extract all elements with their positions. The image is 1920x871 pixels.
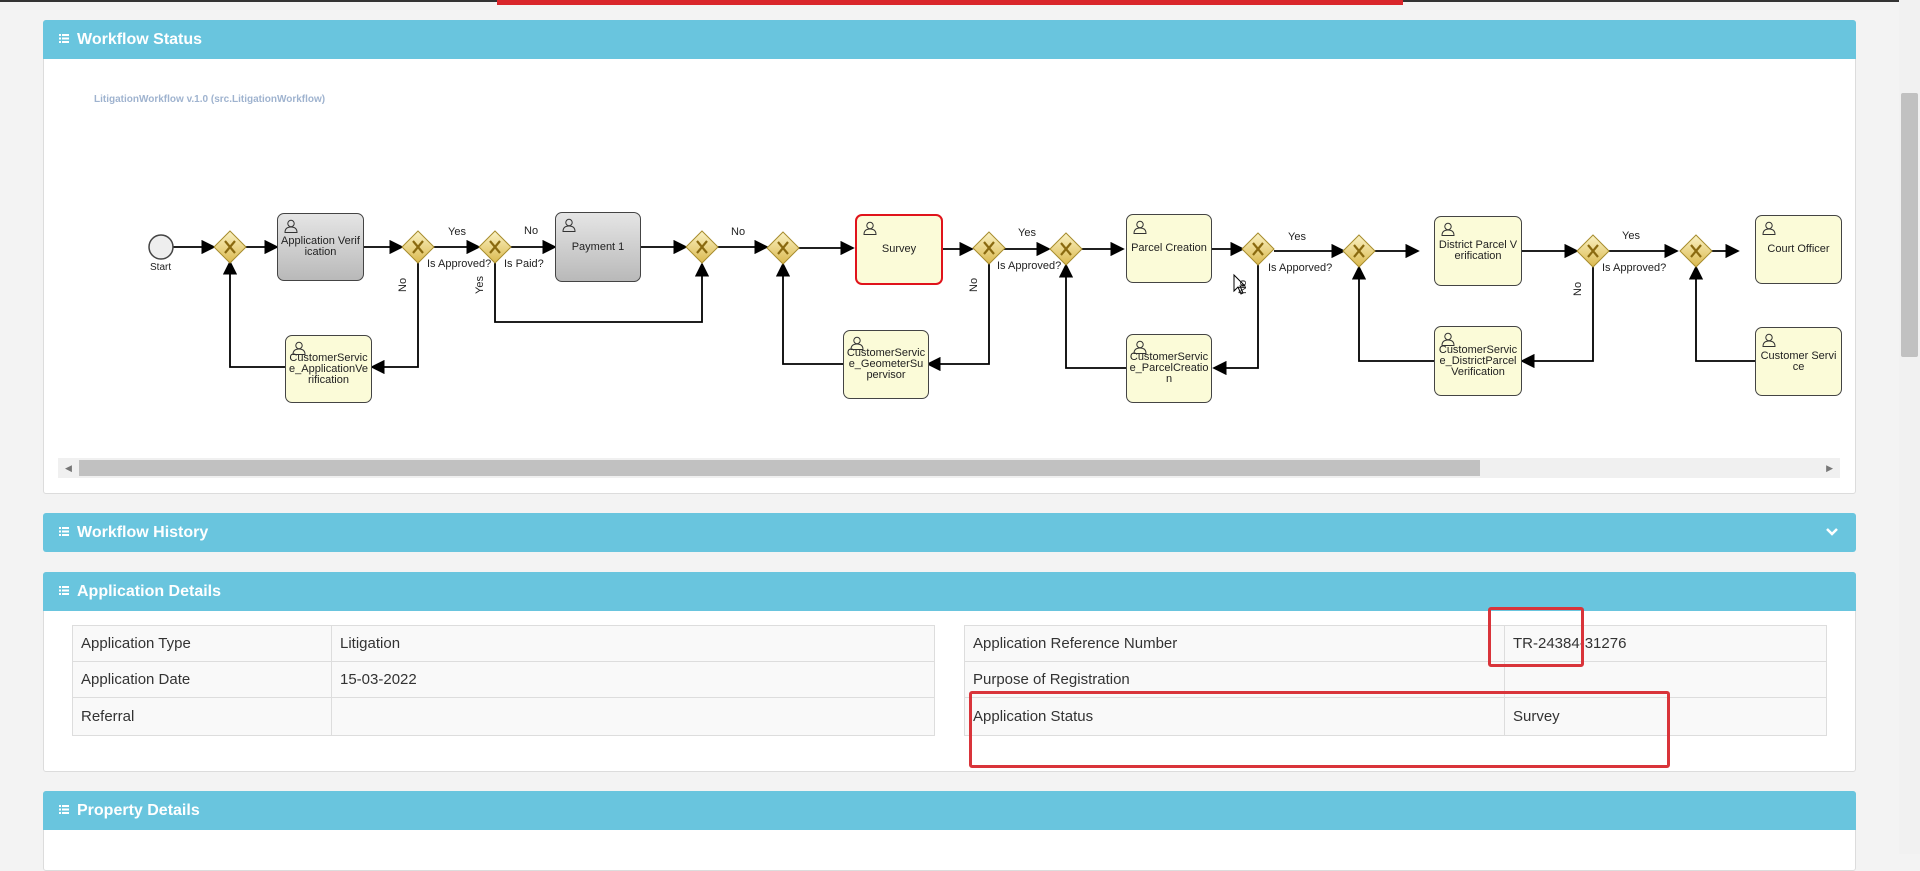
page-vertical-scrollbar[interactable] xyxy=(1899,0,1920,854)
task-cs-parcel-creation[interactable]: CustomerService_ParcelCreation xyxy=(1126,334,1212,403)
field-label: Referral xyxy=(72,697,332,736)
start-label: Start xyxy=(150,262,172,273)
workflow-status-header[interactable]: Workflow Status xyxy=(43,20,1856,59)
task-cs-geometer-supervisor[interactable]: CustomerService_GeometerSupervisor xyxy=(843,330,929,399)
flow-label-yes: Yes xyxy=(474,276,486,294)
user-task-icon xyxy=(1762,221,1776,235)
user-task-icon xyxy=(292,341,306,355)
application-details-left-table: Application Type Litigation Application … xyxy=(72,625,935,736)
scrollbar-thumb[interactable] xyxy=(1901,93,1918,357)
flow-label-yes: Yes xyxy=(1018,227,1036,239)
field-value: Survey xyxy=(1504,697,1827,736)
list-icon xyxy=(59,34,69,43)
flow-label-no: No xyxy=(1572,281,1584,296)
scroll-right-arrow-icon[interactable]: ▶ xyxy=(1826,463,1833,473)
scroll-left-arrow-icon[interactable]: ◀ xyxy=(65,463,72,473)
application-details-header[interactable]: Application Details xyxy=(43,572,1856,611)
task-cs-district-parcel-verification[interactable]: CustomerService_DistrictParcelVerificati… xyxy=(1434,326,1522,396)
field-value: Litigation xyxy=(331,625,935,662)
panel-title: Workflow History xyxy=(77,524,209,541)
diagram-title: LitigationWorkflow v.1.0 (src.Litigation… xyxy=(94,94,326,105)
mouse-cursor xyxy=(1233,273,1247,295)
user-task-icon xyxy=(1441,332,1455,346)
flow-label-no: No xyxy=(1237,279,1249,294)
chevron-down-icon[interactable] xyxy=(1824,525,1840,539)
user-task-icon xyxy=(1133,340,1147,354)
flow-label-no: No xyxy=(524,225,539,237)
gateway-x-icons xyxy=(224,240,1702,258)
field-label: Application Status xyxy=(964,697,1505,736)
highlight-reference-number xyxy=(1488,607,1584,667)
property-details-header[interactable]: Property Details xyxy=(43,791,1856,830)
list-icon xyxy=(59,805,69,814)
task-parcel-creation[interactable]: Parcel Creation xyxy=(1126,214,1212,283)
gateway-label-is-approved: Is Approved? xyxy=(997,260,1062,272)
user-task-icon xyxy=(1133,220,1147,234)
highlight-application-status xyxy=(969,691,1670,768)
list-icon xyxy=(59,586,69,595)
user-task-icon xyxy=(284,219,298,233)
user-task-icon xyxy=(1441,222,1455,236)
panel-title: Workflow Status xyxy=(77,31,203,48)
table-row: Application Status Survey xyxy=(964,697,1827,736)
task-court-officer[interactable]: Court Officer xyxy=(1755,215,1842,284)
scrollbar-thumb[interactable] xyxy=(79,460,1480,476)
panel-title: Application Details xyxy=(77,583,222,600)
task-cs-application-verification[interactable]: CustomerService_ApplicationVerification xyxy=(285,335,372,403)
gateway-label-is-approved: Is Approved? xyxy=(1602,262,1667,274)
task-district-parcel-verification[interactable]: District Parcel Verification xyxy=(1434,216,1522,286)
gateway-label-is-apporved: Is Apporved? xyxy=(1268,262,1333,274)
flow-label-yes: Yes xyxy=(1622,230,1640,242)
field-value: TR-24384-31276 xyxy=(1504,625,1827,662)
active-indicator-bar xyxy=(497,0,1403,5)
flow-label-no: No xyxy=(397,277,409,292)
table-row: Referral xyxy=(72,697,935,736)
gateway-label-is-paid: Is Paid? xyxy=(504,258,544,270)
flow-label-no: No xyxy=(731,226,746,238)
list-icon xyxy=(59,527,69,536)
field-label: Application Date xyxy=(72,661,332,698)
diagram-horizontal-scrollbar[interactable]: ◀ ▶ xyxy=(58,458,1840,478)
flow-label-no: No xyxy=(968,277,980,292)
user-task-icon xyxy=(863,221,877,235)
flow-label-yes: Yes xyxy=(1288,231,1306,243)
start-event xyxy=(148,234,174,260)
field-label: Application Type xyxy=(72,625,332,662)
task-survey[interactable]: Survey xyxy=(855,214,943,285)
gateway-label-is-approved: Is Approved? xyxy=(427,258,492,270)
table-row: Application Reference Number TR-24384-31… xyxy=(964,625,1827,662)
flow-label-yes: Yes xyxy=(448,226,466,238)
task-payment-1[interactable]: Payment 1 xyxy=(555,212,641,282)
user-task-icon xyxy=(850,336,864,350)
field-value: 15-03-2022 xyxy=(331,661,935,698)
task-application-verification[interactable]: Application Verification xyxy=(277,213,364,281)
workflow-history-header[interactable]: Workflow History xyxy=(43,513,1856,552)
panel-title: Property Details xyxy=(77,802,200,819)
field-value xyxy=(331,697,935,736)
field-label: Application Reference Number xyxy=(964,625,1505,662)
task-customer-service[interactable]: Customer Service xyxy=(1755,327,1842,396)
workflow-diagram xyxy=(148,230,1807,376)
table-row: Application Date 15-03-2022 xyxy=(72,661,935,698)
user-task-icon xyxy=(1762,333,1776,347)
user-task-icon xyxy=(562,218,576,232)
table-row: Application Type Litigation xyxy=(72,625,935,662)
